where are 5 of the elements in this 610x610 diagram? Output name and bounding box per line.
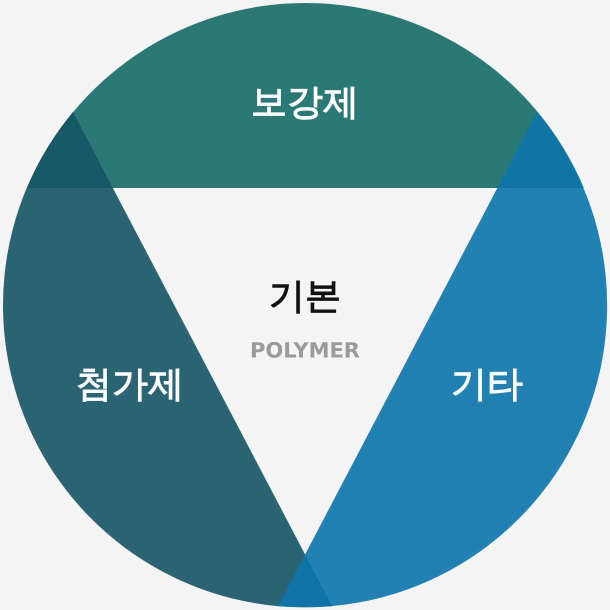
segment-label: 보강제 [250, 85, 359, 121]
segment-label: 기타 [450, 366, 523, 403]
subtitle-text: POLYMER [250, 340, 360, 362]
segment-label: 첨가제 [76, 366, 184, 403]
center-label: 기본 [269, 279, 341, 315]
